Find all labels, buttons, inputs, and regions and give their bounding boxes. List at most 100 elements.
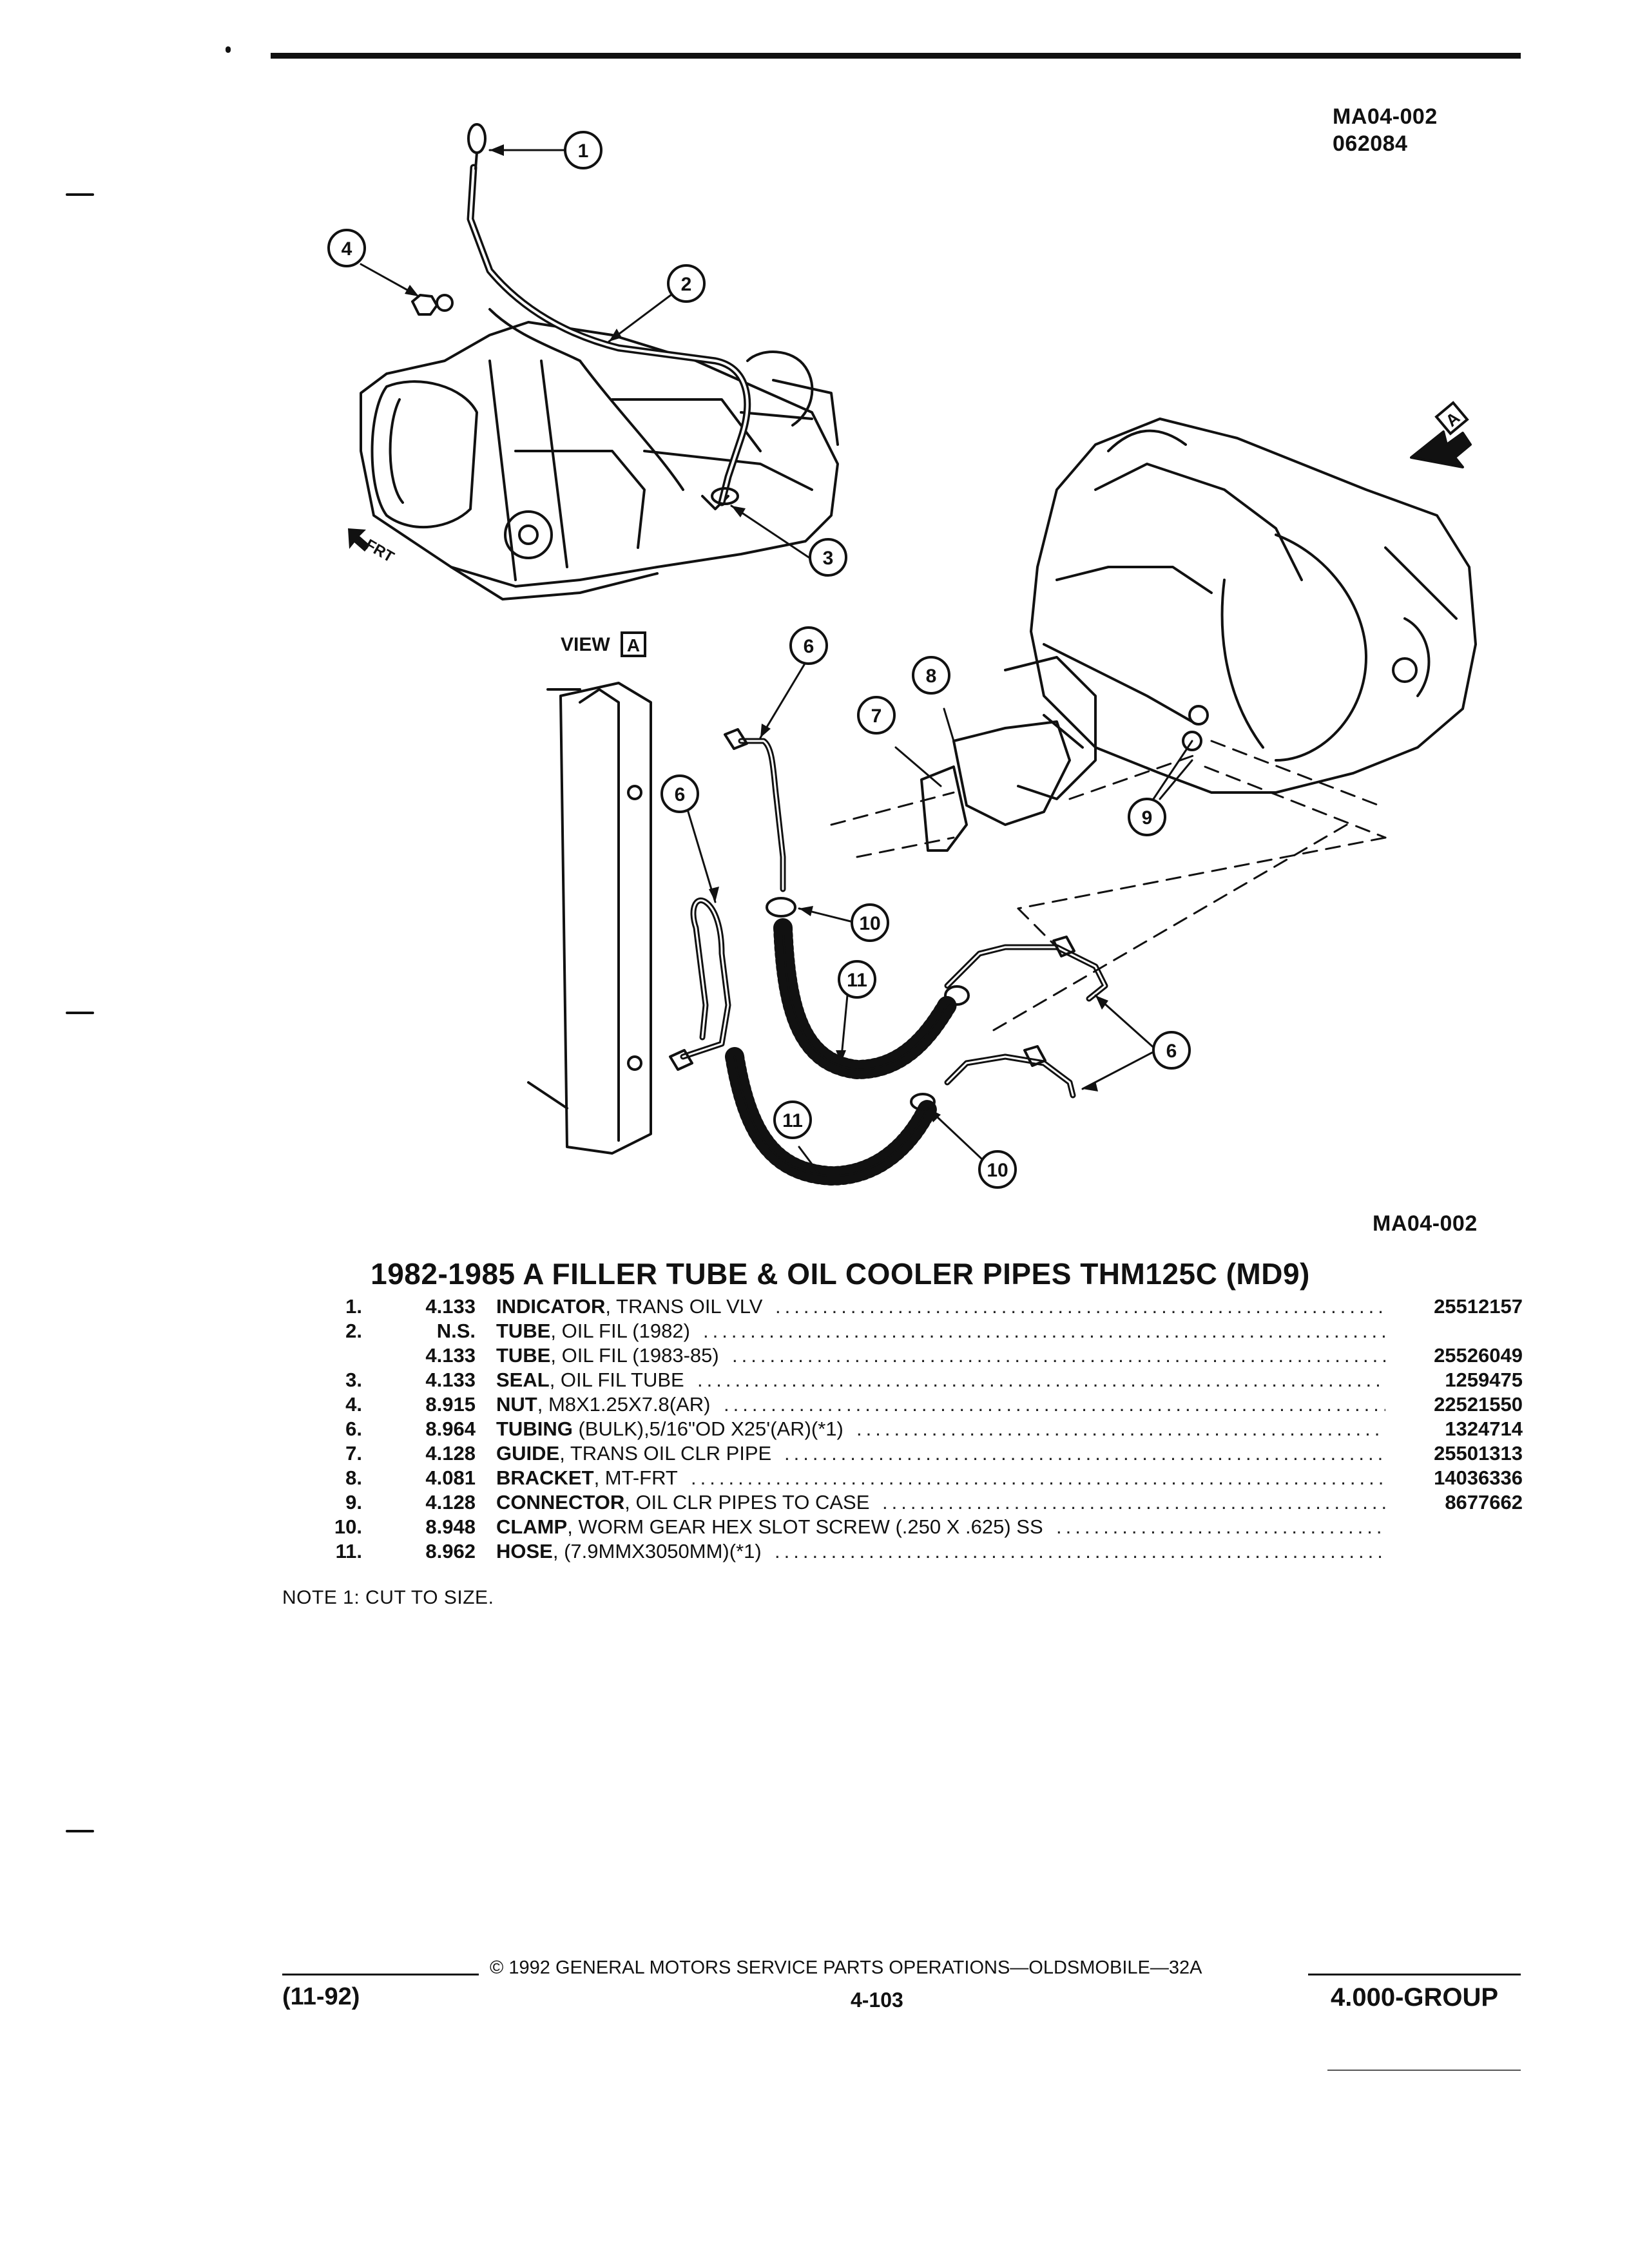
item-number: 10.: [334, 1515, 362, 1538]
part-name: CLAMP: [496, 1515, 568, 1538]
callout-number: 6: [1166, 1041, 1177, 1062]
parts-list-row: 4.133 ..................................…: [0, 1344, 1629, 1369]
leader-dots: ........................................…: [732, 1344, 1385, 1367]
parts-list-row: 9. 4.128 ...............................…: [0, 1491, 1629, 1515]
part-name: CONNECTOR: [496, 1491, 625, 1514]
view-label: VIEW: [561, 634, 610, 655]
page-speck: [226, 46, 231, 53]
callout-number: 6: [675, 784, 686, 805]
callout-number: 1: [578, 140, 589, 162]
part-description: CLAMP, WORM GEAR HEX SLOT SCREW (.250 X …: [496, 1515, 1043, 1539]
group-number: 8.948: [425, 1515, 476, 1538]
group-number: N.S.: [436, 1320, 476, 1342]
callout-number: 11: [782, 1110, 803, 1131]
item-number: 6.: [345, 1418, 362, 1440]
figure-reference-code: MA04-002: [1333, 104, 1438, 129]
part-number: 14036336: [1434, 1466, 1523, 1489]
callout-balloon: 6: [660, 774, 699, 813]
group-number: 4.081: [425, 1466, 476, 1489]
part-name: INDICATOR: [496, 1295, 606, 1318]
callout-number: 2: [681, 274, 692, 295]
part-detail: , OIL FIL (1982): [550, 1320, 690, 1342]
part-detail: , MT-FRT: [593, 1466, 678, 1489]
part-name: SEAL: [496, 1369, 550, 1391]
callout-number: 3: [823, 548, 834, 569]
part-description: CONNECTOR, OIL CLR PIPES TO CASE: [496, 1491, 869, 1514]
leader-dots: ........................................…: [703, 1320, 1385, 1342]
parts-list: 1. 4.133 ...............................…: [0, 1295, 1629, 1564]
group-number: 4.133: [425, 1369, 476, 1391]
callout-number: 11: [847, 970, 867, 991]
group-label: 4.000-GROUP: [1331, 1983, 1499, 2012]
part-detail: , M8X1.25X7.8(AR): [537, 1393, 711, 1416]
part-number: 1324714: [1445, 1418, 1523, 1440]
leader-dots: ........................................…: [697, 1369, 1385, 1391]
view-letter: A: [627, 635, 640, 655]
parts-section-title: 1982-1985 A FILLER TUBE & OIL COOLER PIP…: [0, 1256, 1629, 1291]
leader-dots: ........................................…: [724, 1393, 1385, 1416]
callout-balloon: 11: [838, 960, 876, 999]
item-number: 8.: [345, 1466, 362, 1489]
part-number: 22521550: [1434, 1393, 1523, 1416]
page-speck: [66, 1012, 94, 1014]
part-detail: , WORM GEAR HEX SLOT SCREW (.250 X .625)…: [567, 1515, 1043, 1538]
page-speck: [66, 1830, 94, 1832]
part-description: BRACKET, MT-FRT: [496, 1466, 678, 1490]
callout-number: 10: [859, 913, 880, 934]
parts-list-row: 11. 8.962 ..............................…: [0, 1540, 1629, 1564]
callout-balloon: 10: [851, 903, 889, 942]
callout-balloon: 6: [1152, 1031, 1191, 1070]
leader-dots: ........................................…: [775, 1295, 1385, 1318]
part-description: TUBE, OIL FIL (1983-85): [496, 1344, 719, 1367]
group-number: 4.133: [425, 1295, 476, 1318]
leader-dots: ........................................…: [856, 1418, 1385, 1440]
parts-section-title-text: 1982-1985 A FILLER TUBE & OIL COOLER PIP…: [371, 1257, 1310, 1291]
parts-list-row: 8. 4.081 ...............................…: [0, 1466, 1629, 1491]
part-detail: , OIL FIL (1983-85): [550, 1344, 719, 1367]
leader-dots: ........................................…: [882, 1491, 1385, 1514]
cooler-pipe-lower-left: [680, 898, 731, 1060]
part-description: TUBING (BULK),5/16"OD X25'(AR)(*1): [496, 1418, 843, 1441]
leader-dots: ........................................…: [1056, 1515, 1385, 1538]
cooler-pipe-upper-left: [738, 738, 786, 892]
part-name: GUIDE: [496, 1442, 560, 1465]
part-detail: (BULK),5/16"OD X25'(AR)(*1): [572, 1418, 843, 1440]
page-speck: [66, 193, 94, 196]
callout-balloon: 10: [978, 1150, 1017, 1189]
leader-dots: ........................................…: [691, 1466, 1385, 1489]
part-detail: , (7.9MMX3050MM)(*1): [552, 1540, 762, 1562]
callout-balloon: 7: [857, 696, 896, 735]
part-name: NUT: [496, 1393, 537, 1416]
oil-cooler-hose-upper: [773, 918, 957, 1079]
parts-list-row: 3. 4.133 ...............................…: [0, 1369, 1629, 1393]
footer-rule-left: [282, 1974, 479, 1975]
parts-list-row: 4. 8.915 ...............................…: [0, 1393, 1629, 1418]
revision-date: (11-92): [282, 1983, 360, 2010]
figure-code-bottom: MA04-002: [1373, 1211, 1478, 1236]
part-description: SEAL, OIL FIL TUBE: [496, 1369, 684, 1392]
item-number: 1.: [345, 1295, 362, 1318]
callout-number: 7: [871, 706, 882, 727]
header-rule: [271, 53, 1521, 59]
callout-balloon: 9: [1128, 798, 1166, 836]
transmission-housing-illustration: [1004, 418, 1477, 800]
part-description: HOSE, (7.9MMX3050MM)(*1): [496, 1540, 762, 1563]
oil-level-indicator: [467, 123, 487, 154]
cooler-pipe-right-upper: [944, 944, 1108, 1002]
part-description: NUT, M8X1.25X7.8(AR): [496, 1393, 711, 1416]
leader-dots: ........................................…: [784, 1442, 1385, 1465]
copyright-notice: © 1992 GENERAL MOTORS SERVICE PARTS OPER…: [490, 1957, 1202, 1978]
parts-list-row: 7. 4.128 ...............................…: [0, 1442, 1629, 1466]
group-number: 8.964: [425, 1418, 476, 1440]
parts-list-row: 10. 8.948 ..............................…: [0, 1515, 1629, 1540]
item-number: 3.: [345, 1369, 362, 1391]
item-number: 9.: [345, 1491, 362, 1514]
callout-number: 4: [342, 238, 352, 260]
front-direction-label: FRT: [362, 536, 397, 566]
part-description: INDICATOR, TRANS OIL VLV: [496, 1295, 762, 1318]
part-detail: , TRANS OIL CLR PIPE: [559, 1442, 772, 1465]
part-number: 25501313: [1434, 1442, 1523, 1465]
oil-cooler-hose-lower: [725, 1047, 938, 1186]
group-number: 4.133: [425, 1344, 476, 1367]
callout-balloon: 2: [667, 264, 706, 303]
